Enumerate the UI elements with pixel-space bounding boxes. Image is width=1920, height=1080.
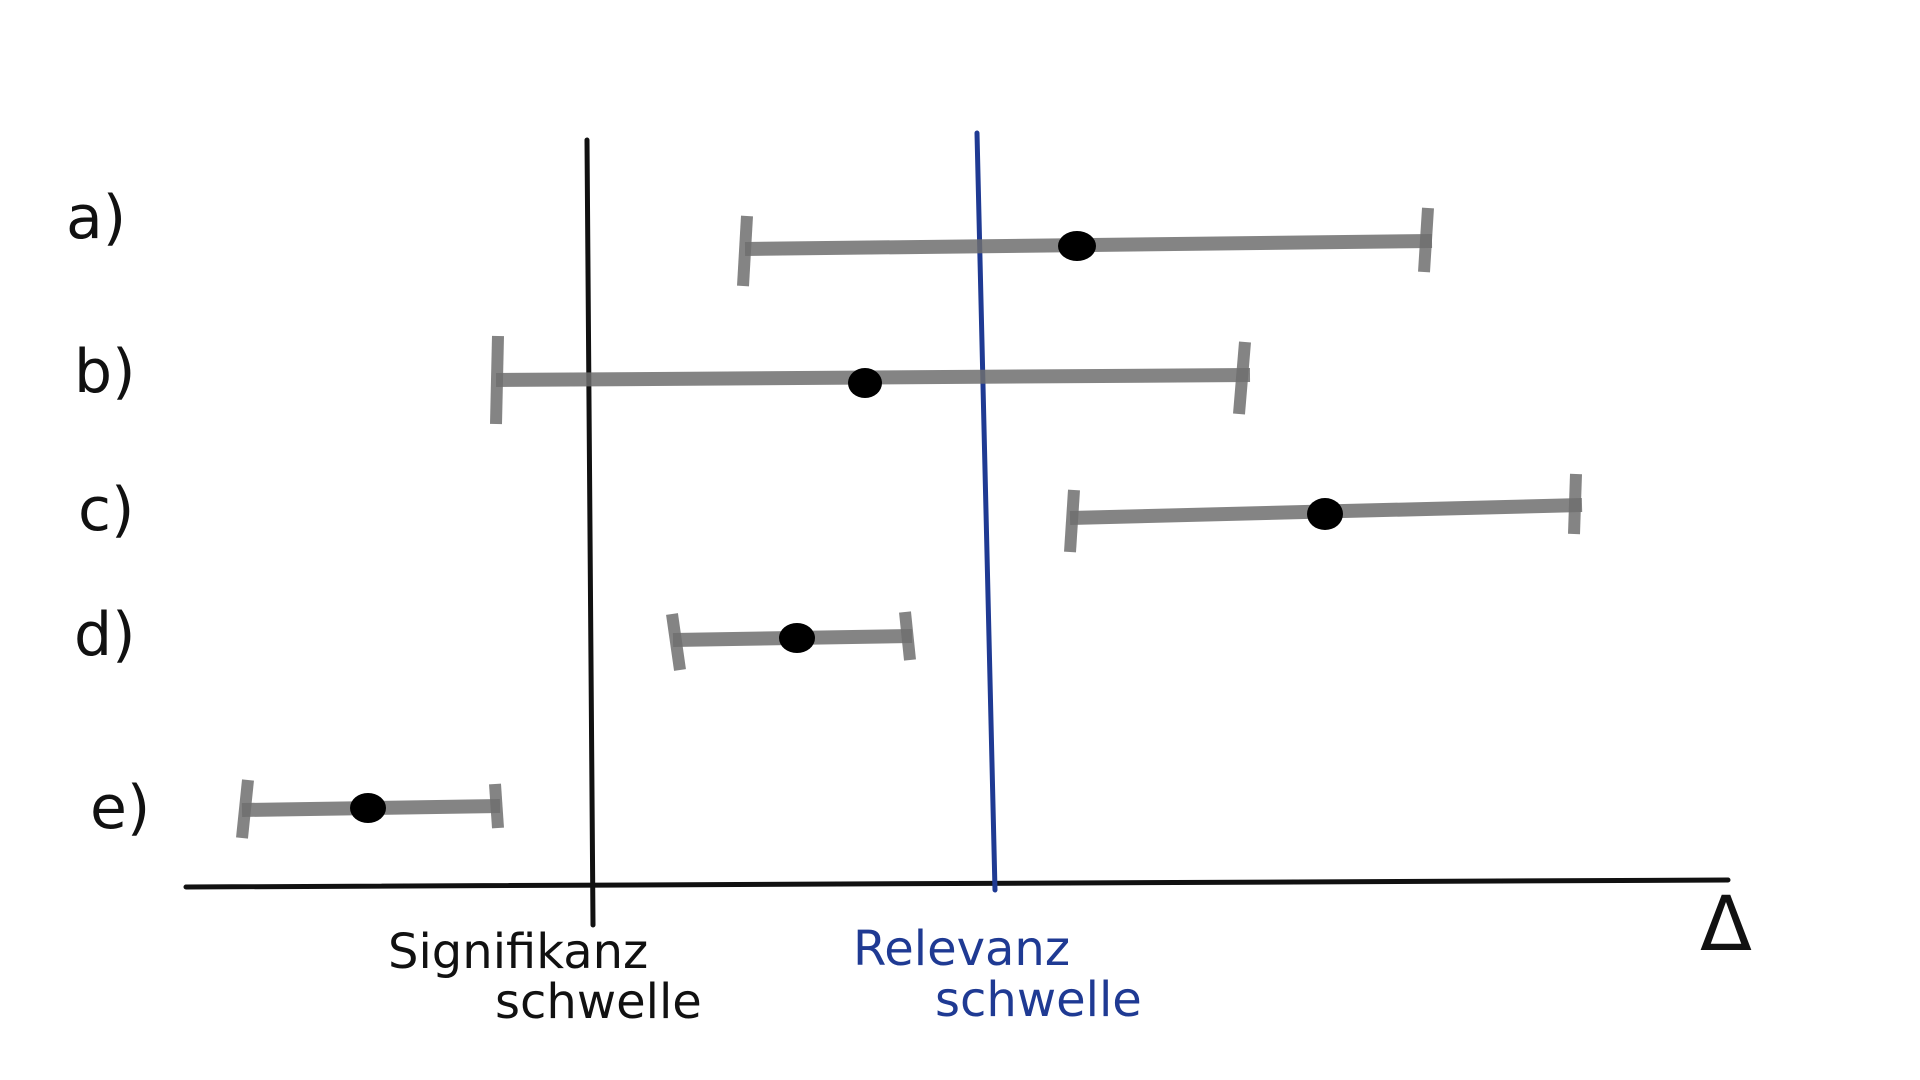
interval-cap-right xyxy=(1418,207,1434,273)
row-label-b: b) xyxy=(74,337,136,407)
relevance-threshold-line xyxy=(974,130,998,893)
point-estimate xyxy=(350,793,386,823)
relevance-threshold-label: Relevanz schwelle xyxy=(853,921,1142,1028)
significance-threshold-label: Signifikanz schwelle xyxy=(388,924,702,1030)
interval-d xyxy=(666,611,916,671)
point-estimate xyxy=(779,623,815,653)
row-label-c: c) xyxy=(78,475,134,545)
interval-cap-left xyxy=(666,613,686,671)
interval-cap-right xyxy=(1568,473,1582,535)
significance-label-line2: schwelle xyxy=(495,974,702,1030)
x-axis-line xyxy=(183,877,1731,890)
interval-cap-left xyxy=(737,215,753,287)
significance-label-line1: Signifikanz xyxy=(388,924,648,980)
point-estimate xyxy=(1058,231,1096,261)
point-estimate xyxy=(848,368,882,398)
interval-cap-left xyxy=(1064,489,1080,553)
interval-cap-right xyxy=(899,611,916,661)
row-label-e: e) xyxy=(90,773,150,843)
delta-axis-label: Δ xyxy=(1700,879,1752,968)
point-estimate xyxy=(1307,498,1343,530)
significance-threshold-line xyxy=(584,137,596,928)
interval-a xyxy=(737,207,1434,287)
relevance-label-line2: schwelle xyxy=(935,972,1142,1028)
relevance-label-line1: Relevanz xyxy=(853,921,1070,977)
interval-b xyxy=(490,335,1251,425)
row-label-a: a) xyxy=(66,183,126,253)
interval-cap-right xyxy=(489,783,504,829)
interval-cap-right xyxy=(1233,341,1251,415)
interval-c xyxy=(1064,473,1583,553)
interval-cap-left xyxy=(490,335,504,425)
interval-cap-left xyxy=(236,779,254,839)
interval-e xyxy=(236,779,504,839)
row-label-d: d) xyxy=(74,600,136,670)
